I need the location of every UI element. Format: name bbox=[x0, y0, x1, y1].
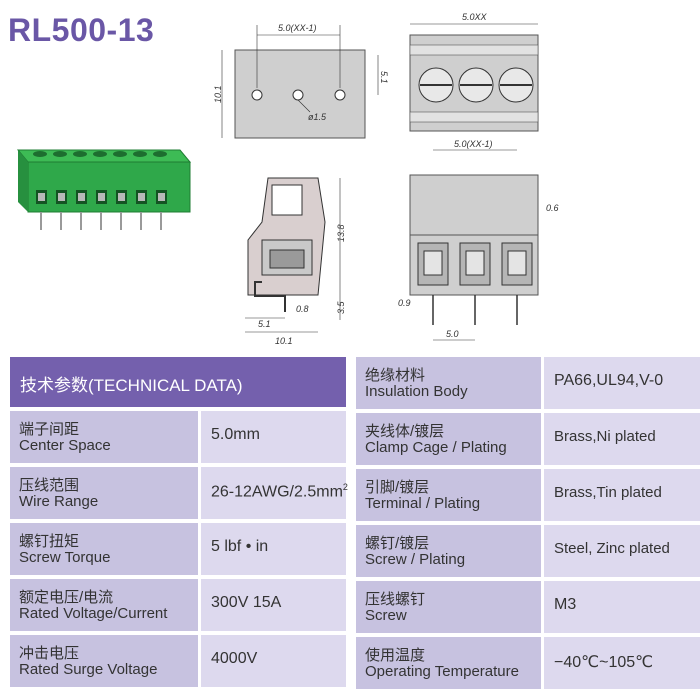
dim-pitch: 5.0 bbox=[446, 329, 459, 339]
left-row-value: 26-12AWG/2.5mm2 bbox=[201, 467, 348, 519]
right-row-value: M3 bbox=[544, 581, 700, 633]
spec-value: 300V 15A bbox=[211, 594, 281, 612]
spec-value: PA66,UL94,V-0 bbox=[554, 372, 663, 390]
spec-value: M3 bbox=[554, 596, 576, 614]
dim-section-width: 10.1 bbox=[275, 336, 293, 346]
label-en: Center Space bbox=[19, 437, 111, 454]
spec-value: 5.0mm bbox=[211, 426, 260, 444]
label-en: Terminal / Plating bbox=[365, 495, 481, 512]
label-cn: 绝缘材料 bbox=[365, 367, 426, 384]
product-photo bbox=[16, 149, 192, 230]
left-row-value: 300V 15A bbox=[201, 579, 346, 631]
dim-section-height: 13.8 bbox=[336, 224, 346, 242]
label-en: Rated Voltage/Current bbox=[19, 605, 168, 622]
dim-pin-thick: 0.9 bbox=[398, 298, 411, 308]
dim-section-bottom: 3.5 bbox=[336, 300, 346, 314]
label-cn: 引脚/镀层 bbox=[365, 479, 430, 496]
spec-value-text: 300V 15A bbox=[211, 594, 282, 611]
bottom-view-drawing: 5.0(XX-1) 0.6 0.9 5.0 bbox=[398, 139, 559, 341]
spec-value-text: 4000V bbox=[211, 650, 258, 667]
dim-section-wall: 0.8 bbox=[296, 304, 309, 314]
dim-pin-width: 0.6 bbox=[546, 203, 559, 213]
spec-value: 5 lbf • in bbox=[211, 538, 268, 556]
label-en: Wire Range bbox=[19, 493, 99, 510]
front-view-drawing: 5.0(XX-1) 10.1 5.1 ø1.5 bbox=[213, 23, 389, 139]
spec-value: 26-12AWG/2.5mm2 bbox=[211, 482, 348, 501]
spec-value: −40℃~105℃ bbox=[554, 652, 653, 672]
dim-front-pin-offset: 5.1 bbox=[379, 71, 389, 84]
spec-value-text: 5 lbf • in bbox=[211, 538, 269, 555]
dim-front-span: 5.0(XX-1) bbox=[278, 23, 317, 33]
left-row-value: 5.0mm bbox=[201, 411, 346, 463]
dim-hole: ø1.5 bbox=[308, 112, 327, 122]
label-cn: 螺钉扭矩 bbox=[19, 533, 80, 550]
label-en: Clamp Cage / Plating bbox=[365, 439, 507, 456]
spec-value: Brass,Ni plated bbox=[554, 428, 656, 445]
technical-drawings: 5.0(XX-1) 10.1 5.1 ø1.5 5.0XX 13.8 3.5 0… bbox=[213, 12, 559, 346]
label-en: Rated Surge Voltage bbox=[19, 661, 158, 678]
label-cn: 端子间距 bbox=[19, 421, 80, 438]
dim-bottom-span: 5.0(XX-1) bbox=[454, 139, 493, 149]
dim-front-height: 10.1 bbox=[213, 85, 223, 103]
spec-value-sup: 2 bbox=[342, 482, 348, 492]
spec-value: Steel, Zinc plated bbox=[554, 540, 670, 557]
right-row-value: PA66,UL94,V-0 bbox=[544, 357, 700, 409]
left-row-value: 5 lbf • in bbox=[201, 523, 346, 575]
label-cn: 冲击电压 bbox=[19, 645, 80, 662]
label-cn: 额定电压/电流 bbox=[19, 589, 114, 606]
spec-value-text: 5.0mm bbox=[211, 426, 260, 443]
spec-value-text: Steel, Zinc plated bbox=[554, 540, 670, 557]
dim-section-half: 5.1 bbox=[258, 319, 271, 329]
right-row-value: −40℃~105℃ bbox=[544, 637, 700, 689]
product-title: RL500-13 bbox=[8, 12, 155, 48]
label-en: Insulation Body bbox=[365, 383, 468, 400]
spec-value-text: Brass,Tin plated bbox=[554, 484, 662, 501]
table-header: 技术参数(TECHNICAL DATA) bbox=[10, 357, 346, 407]
label-en: Screw Torque bbox=[19, 549, 111, 566]
spec-value-text: −40℃~105℃ bbox=[554, 654, 654, 671]
dim-side-span: 5.0XX bbox=[462, 12, 488, 22]
right-row-value: Steel, Zinc plated bbox=[544, 525, 700, 577]
table-header-title: 技术参数(TECHNICAL DATA) bbox=[20, 376, 243, 395]
label-en: Screw / Plating bbox=[365, 551, 466, 568]
spec-value-text: Brass,Ni plated bbox=[554, 428, 656, 445]
spec-value-text: 26-12AWG/2.5mm bbox=[211, 483, 343, 501]
label-cn: 螺钉/镀层 bbox=[365, 535, 430, 552]
right-row-value: Brass,Tin plated bbox=[544, 469, 700, 521]
left-row-value: 4000V bbox=[201, 635, 346, 687]
spec-value-text: M3 bbox=[554, 596, 577, 613]
label-cn: 夹线体/镀层 bbox=[365, 423, 445, 440]
section-view-drawing: 13.8 3.5 0.8 5.1 10.1 bbox=[245, 177, 346, 346]
label-en: Screw bbox=[365, 607, 407, 624]
label-cn: 压线螺钉 bbox=[365, 591, 426, 608]
spec-value-text: PA66,UL94,V-0 bbox=[554, 372, 664, 389]
label-cn: 使用温度 bbox=[365, 647, 426, 664]
top-view-drawing: 5.0XX bbox=[409, 12, 539, 132]
right-row-value: Brass,Ni plated bbox=[544, 413, 700, 465]
label-en: Operating Temperature bbox=[365, 663, 519, 680]
spec-value: Brass,Tin plated bbox=[554, 484, 662, 501]
spec-value: 4000V bbox=[211, 650, 257, 668]
label-cn: 压线范围 bbox=[19, 477, 80, 494]
